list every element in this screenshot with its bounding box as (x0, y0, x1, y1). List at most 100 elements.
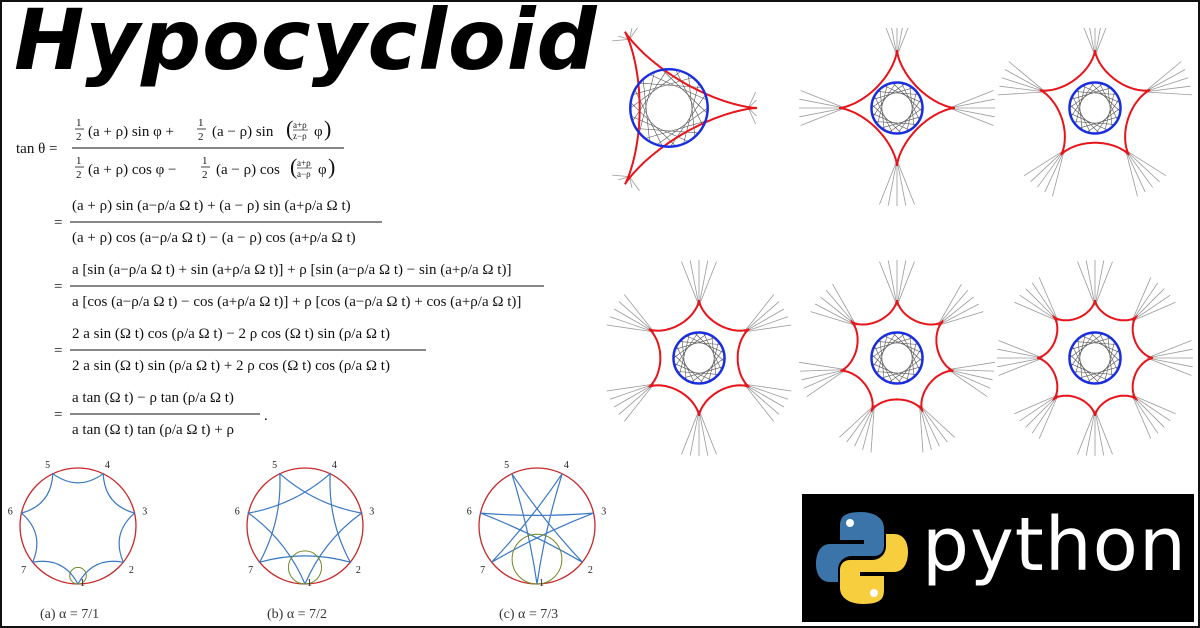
tangent-line (891, 28, 898, 56)
inner-chord (1069, 113, 1108, 131)
inner-chord (686, 335, 725, 353)
tangent-line (947, 369, 993, 381)
tangent-line (832, 284, 857, 326)
tangent-line (1125, 149, 1167, 177)
inner-chord (897, 349, 922, 384)
rolling-circle (287, 550, 323, 585)
inner-chord (1107, 335, 1113, 378)
python-snake-icon (816, 512, 908, 604)
inner-chord (632, 77, 693, 96)
inner-chord (1079, 366, 1120, 379)
point-label: 3 (142, 507, 147, 518)
inner-chord (1095, 349, 1120, 384)
inner-chord (1075, 84, 1086, 125)
eq1-half2-top: 1 (198, 117, 204, 129)
inner-chord (879, 88, 885, 131)
tangent-line (1023, 149, 1065, 177)
tangent-line (744, 324, 792, 333)
tangent-line (1147, 340, 1192, 359)
outer-circle (478, 467, 596, 585)
inner-chord (875, 371, 917, 375)
tangent-line (1014, 394, 1059, 415)
point-label: 4 (332, 460, 337, 471)
tangent-line (1085, 260, 1096, 306)
tangent-line (806, 369, 847, 397)
hypocycloid-panel (799, 28, 995, 206)
tangent-line (937, 311, 984, 326)
tangent-line (799, 361, 847, 370)
inner-chord (909, 335, 915, 378)
eq1-num-frac-bot: z−ρ (293, 131, 307, 141)
point-label: 5 (272, 460, 277, 471)
tangent-line (1085, 410, 1096, 456)
tangent-line (1004, 69, 1046, 93)
point-label: 6 (467, 507, 472, 518)
point-label: 2 (588, 565, 593, 576)
tangent-line (800, 107, 845, 126)
tangent-line (1083, 28, 1096, 56)
tangent-line (1030, 149, 1065, 183)
svg-text:): ) (324, 116, 331, 141)
inner-chord (1104, 91, 1115, 132)
eq5-denominator: a tan (Ω t) tan (ρ/a Ω t) + ρ (72, 422, 234, 438)
tangent-line (919, 404, 948, 443)
tangent-line (1037, 149, 1065, 188)
figure-caption: (c) α = 7/3 (499, 607, 558, 622)
tangent-line (949, 98, 995, 109)
inner-chord (1073, 121, 1115, 125)
point-label: 7 (21, 565, 26, 576)
tangent-line (1044, 150, 1065, 193)
tangent-line (618, 383, 655, 415)
inner-chord (881, 116, 922, 129)
tangent-line (1019, 294, 1059, 322)
tangent-line (1144, 91, 1193, 96)
tangent-line (1125, 150, 1146, 193)
inner-chord (1099, 332, 1118, 371)
inner-chord (1073, 371, 1115, 375)
svg-text:(: ( (286, 116, 293, 141)
tangent-line (1077, 261, 1096, 306)
eq1-den-b: (a − ρ) cos (216, 162, 280, 178)
eq3-equals: = (54, 279, 62, 295)
eq1-den-a: (a + ρ) cos φ − (88, 162, 176, 178)
tangent-line (743, 301, 780, 333)
tangent-line (1014, 301, 1059, 322)
point-label: 7 (480, 565, 485, 576)
inner-chord (906, 341, 917, 382)
inner-chord (677, 371, 719, 375)
inner-chord (1090, 82, 1121, 112)
tangent-line (609, 383, 654, 400)
inner-chord (708, 341, 719, 382)
tangent-line (1131, 394, 1171, 422)
hypocycloid-curve (839, 50, 955, 166)
equation-block: tan θ = 1 2 (a + ρ) sin φ + 1 2 (a − ρ) … (16, 116, 544, 438)
tangent-line (629, 176, 640, 192)
point-label: 2 (356, 565, 361, 576)
tangent-line (937, 290, 969, 326)
tangent-line (612, 39, 630, 42)
svg-text:(: ( (290, 154, 297, 179)
eq2-denominator: (a + ρ) cos (a−ρ/a Ω t) − (a − ρ) cos (a… (72, 230, 356, 246)
eq1-half-bot: 2 (76, 131, 82, 143)
inner-chord (909, 85, 915, 128)
inner-chord (1090, 332, 1121, 362)
inner-chord (875, 121, 917, 125)
inner-chord (683, 83, 699, 144)
page-title: Hypocycloid (14, 0, 598, 89)
inner-chord (888, 107, 923, 133)
tangent-line (800, 90, 845, 109)
tangent-line (896, 260, 907, 306)
inner-circle (1068, 331, 1122, 385)
inner-chord (1075, 341, 1117, 345)
inner-chord (881, 366, 922, 379)
tangent-line (618, 301, 655, 333)
tangent-line (949, 107, 995, 118)
tangent-line (1008, 61, 1046, 93)
inner-chord (699, 349, 724, 384)
tangent-line (803, 369, 847, 389)
inner-chord (1072, 345, 1091, 384)
inner-chord (690, 357, 725, 383)
inner-chord (901, 82, 920, 121)
tangent-line (1131, 277, 1152, 322)
